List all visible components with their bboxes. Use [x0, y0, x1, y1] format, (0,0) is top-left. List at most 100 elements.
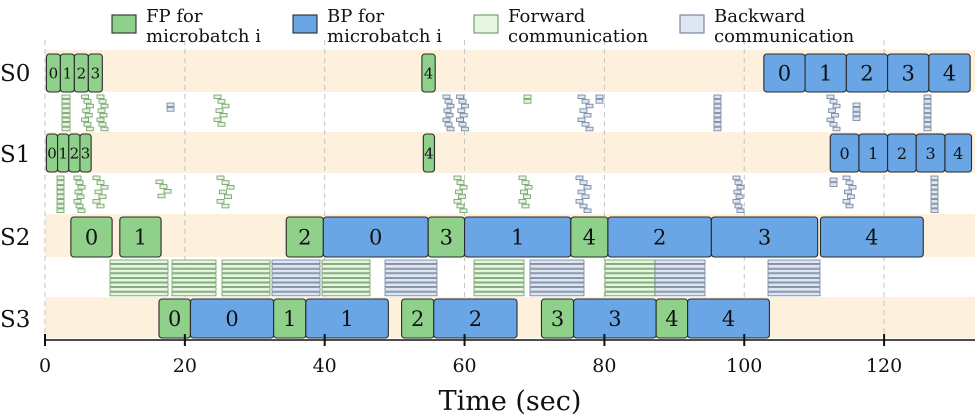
forward-comm	[74, 189, 83, 195]
forward-comm	[109, 259, 169, 264]
backward-comm	[271, 291, 321, 297]
legend-label: Forward	[508, 6, 585, 27]
backward-comm	[713, 103, 722, 109]
task-label: 3	[902, 62, 915, 86]
forward-comm	[100, 126, 109, 132]
backward-comm	[713, 94, 722, 99]
stage-band-s1	[45, 132, 975, 173]
task-label: 1	[868, 144, 878, 163]
task-label: 2	[897, 144, 907, 163]
backward-comm	[529, 282, 585, 287]
task-label: 4	[943, 62, 956, 86]
task-label: 3	[926, 144, 936, 163]
backward-comm	[271, 277, 321, 283]
forward-comm	[456, 180, 465, 185]
forward-comm	[216, 199, 225, 204]
backward-comm	[767, 291, 821, 297]
legend-label: microbatch i	[146, 26, 261, 47]
legend-label: microbatch i	[327, 26, 442, 47]
forward-comm	[61, 99, 71, 104]
forward-comm	[96, 94, 105, 99]
backward-comm	[529, 273, 585, 278]
x-tick-label: 60	[452, 355, 476, 377]
forward-comm	[73, 175, 82, 181]
x-tick-label: 120	[866, 355, 902, 377]
backward-comm	[384, 264, 438, 269]
task-label: 4	[424, 64, 434, 82]
backward-comm	[923, 94, 932, 99]
forward-comm	[221, 180, 230, 185]
backward-comm	[713, 126, 722, 132]
backward-comm	[384, 282, 438, 287]
task-label: 0	[369, 226, 382, 250]
forward-comm	[459, 184, 468, 190]
task-label: 1	[819, 62, 832, 86]
backward-comm	[583, 184, 592, 190]
forward-comm	[109, 291, 169, 297]
backward-comm	[930, 194, 939, 199]
forward-comm	[221, 259, 271, 264]
forward-comm	[171, 259, 217, 264]
forward-comm	[221, 268, 271, 274]
backward-comm	[826, 117, 835, 122]
backward-comm	[654, 273, 706, 278]
forward-comm	[83, 99, 92, 104]
forward-comm	[61, 108, 71, 113]
backward-comm	[384, 291, 438, 297]
fp-bar-s1-4	[422, 133, 436, 173]
backward-comm	[529, 268, 585, 274]
forward-comm	[155, 179, 164, 185]
task-label: 2	[411, 307, 424, 331]
forward-comm	[75, 203, 84, 209]
forward-comm	[84, 113, 93, 118]
forward-comm	[56, 175, 65, 181]
forward-comm	[604, 268, 656, 274]
legend-swatch-bp	[292, 14, 318, 34]
forward-comm	[96, 203, 105, 209]
forward-comm	[171, 287, 217, 292]
task-label: 3	[91, 64, 101, 82]
forward-comm	[604, 287, 656, 292]
task-label: 2	[653, 226, 666, 250]
backward-comm	[767, 282, 821, 287]
backward-comm	[442, 117, 451, 122]
backward-comm	[923, 103, 932, 109]
forward-comm	[521, 180, 530, 185]
backward-comm	[166, 107, 175, 112]
forward-comm	[518, 175, 527, 181]
forward-comm	[163, 188, 172, 194]
forward-comm	[81, 117, 89, 122]
backward-comm	[271, 282, 321, 287]
backward-comm	[842, 199, 851, 204]
forward-comm	[97, 108, 106, 113]
backward-comm	[930, 203, 939, 209]
backward-comm	[842, 175, 851, 181]
forward-comm	[82, 108, 91, 113]
forward-comm	[473, 287, 525, 292]
forward-comm	[221, 291, 271, 297]
forward-comm	[453, 199, 462, 204]
backward-comm	[832, 103, 841, 109]
forward-comm	[221, 277, 271, 283]
forward-comm	[221, 264, 271, 269]
forward-comm	[61, 113, 71, 118]
backward-comm	[736, 184, 745, 190]
backward-comm	[456, 117, 465, 122]
task-label: 1	[283, 307, 296, 331]
backward-comm	[654, 277, 706, 283]
backward-comm	[831, 113, 839, 118]
backward-comm	[442, 94, 451, 99]
forward-comm	[217, 99, 226, 104]
backward-comm	[713, 113, 722, 118]
forward-comm	[321, 273, 371, 278]
forward-comm	[520, 189, 528, 195]
backward-comm	[654, 287, 706, 292]
task-label: 3	[608, 307, 621, 331]
forward-comm	[61, 103, 71, 109]
forward-comm	[455, 189, 463, 195]
x-axis-label: Time (sec)	[439, 386, 582, 417]
task-label: 1	[511, 226, 524, 250]
